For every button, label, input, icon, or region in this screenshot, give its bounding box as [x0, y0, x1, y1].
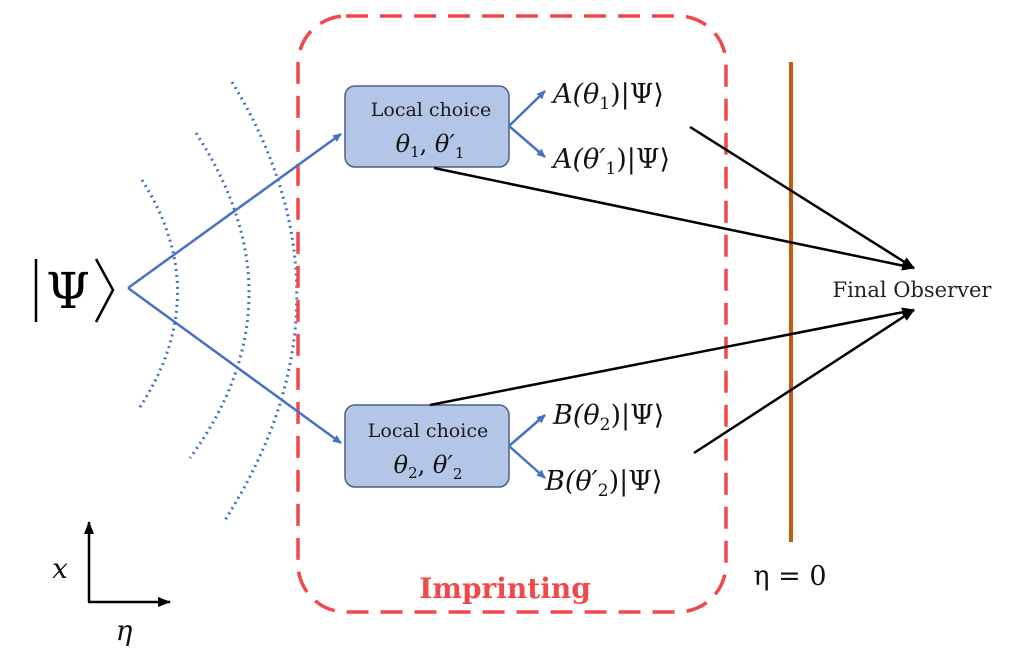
fork-bottom-up [508, 414, 546, 447]
box-bottom-param-sep: , [418, 451, 433, 479]
fork-bottom-down [508, 445, 546, 479]
arrow-a1p-to-observer [689, 125, 915, 270]
box-bottom-params: θ2, θ′2 [394, 451, 463, 483]
box-bottom-param-a-sub: 2 [408, 464, 418, 482]
outcome-b2p-sub: 2 [598, 481, 609, 501]
outcome-a1p-op: A(θ′ [550, 144, 605, 175]
wavefront-arc-1 [136, 179, 179, 411]
final-observer-label: Final Observer [833, 278, 993, 302]
box-top-param-a: θ [396, 130, 411, 158]
outcome-a1-prime: A(θ′1)|Ψ⟩ [550, 144, 670, 179]
eta-axis-label: η [116, 614, 133, 647]
outcome-a1-close: )|Ψ⟩ [610, 79, 664, 110]
outcome-b2-op: B(θ [552, 400, 600, 431]
outcome-b2: B(θ2)|Ψ⟩ [552, 400, 664, 435]
arrow-b2p-to-observer [693, 308, 915, 455]
imprinting-label: Imprinting [419, 572, 591, 605]
outcome-a1-sub: 1 [599, 94, 610, 114]
outcome-b2p-op: B(θ′ [544, 466, 598, 497]
box-top-params: θ1, θ′1 [396, 130, 465, 162]
outcome-a1-op: A(θ [550, 79, 599, 110]
fork-top-down [508, 125, 546, 158]
boundary-label-text: η = 0 [753, 561, 826, 592]
arrow-box-top-to-observer [433, 166, 915, 271]
outcome-b2-sub: 2 [600, 415, 611, 435]
boundary-label: η = 0 [753, 561, 826, 592]
state-branches [127, 132, 342, 445]
box-bottom-param-b-sub: 2 [453, 465, 463, 483]
box-top-param-sep: , [420, 130, 435, 158]
x-axis-label: x [52, 552, 68, 585]
coordinate-axes [84, 521, 171, 607]
box-top-title: Local choice [371, 99, 491, 121]
state-ket: Ψ [34, 258, 115, 323]
branch-to-bottom-box [127, 286, 342, 445]
observer-arrows [429, 125, 915, 455]
outcome-a1p-sub: 1 [605, 159, 616, 179]
box-top-param-a-sub: 1 [410, 143, 420, 161]
wavefront-arc-3 [223, 81, 299, 521]
outcome-b2-prime: B(θ′2)|Ψ⟩ [544, 466, 662, 501]
ket-symbol: Ψ [46, 262, 90, 320]
box-bottom-param-b: θ′ [433, 451, 453, 479]
outcome-b2-close: )|Ψ⟩ [610, 400, 664, 431]
box-top-param-b: θ′ [435, 130, 455, 158]
wavefronts [136, 81, 299, 521]
branch-to-top-box [127, 132, 342, 290]
box-forks [508, 90, 546, 479]
box-top-param-b-sub: 1 [455, 144, 465, 162]
outcome-a1: A(θ1)|Ψ⟩ [550, 79, 664, 114]
wavefront-arc-2 [188, 132, 251, 459]
outcome-b2p-close: )|Ψ⟩ [609, 466, 663, 497]
fork-top-up [508, 90, 546, 127]
imprinting-region [296, 14, 728, 614]
box-bottom-param-a: θ [394, 451, 409, 479]
box-bottom-title: Local choice [368, 420, 488, 442]
arrow-box-bottom-to-observer [429, 307, 915, 407]
ket-right-angle [94, 258, 115, 323]
outcome-a1p-close: )|Ψ⟩ [616, 144, 670, 175]
